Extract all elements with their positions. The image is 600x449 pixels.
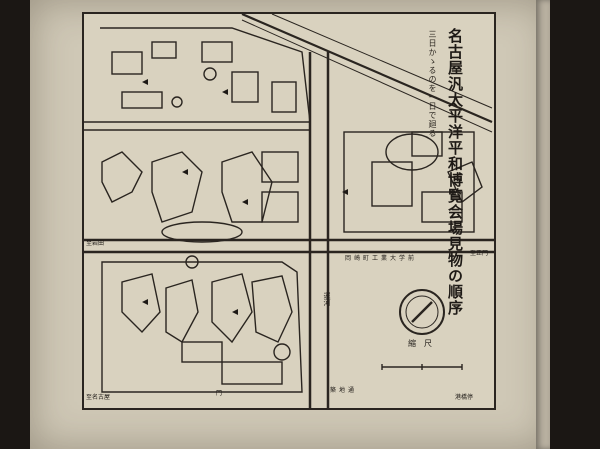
road-top [271, 13, 493, 109]
scale-ticks [381, 364, 463, 370]
route-arrow [142, 299, 148, 305]
railway-line [241, 12, 493, 124]
compass-rose [399, 289, 445, 335]
bottom-right-label: 港橋停 [455, 394, 474, 401]
pavilion-block [231, 71, 259, 103]
fountain [203, 67, 217, 81]
pavilion-block [271, 81, 297, 113]
canal-label: 運河 [323, 292, 331, 306]
page-edge [536, 0, 550, 449]
pavilion-block [101, 151, 143, 203]
gate-label: 門 [216, 390, 223, 397]
pavilion-block [221, 361, 283, 385]
north-zone-outline [100, 27, 311, 123]
bottom-left-label: 至名古屋 [86, 394, 111, 401]
route-arrow [182, 169, 188, 175]
map-frame [82, 12, 496, 410]
scale-label: 縮尺 [408, 339, 440, 348]
route-arrow [242, 199, 248, 205]
railway-line-2 [241, 19, 493, 133]
right-edge-label: 至正門 [470, 250, 489, 257]
exhibit-hall [371, 161, 413, 207]
street-row-label: 岡崎町工業大学前 [345, 255, 418, 262]
exhibit-ground [343, 131, 475, 233]
pavilion-block [201, 41, 233, 63]
route-arrow [232, 309, 238, 315]
map-subtitle: 三日かゝるのを一日で廻る [428, 30, 437, 138]
exhibit-hall [411, 131, 443, 157]
south-zone-outline [101, 261, 303, 393]
pavilion-block [111, 51, 143, 75]
pavilion-block [151, 151, 203, 223]
pavilion-block [261, 191, 299, 223]
fountain [273, 343, 291, 361]
pavilion-block [221, 151, 273, 223]
route-arrow [342, 189, 348, 195]
pavilion-block [181, 341, 223, 363]
fountain [185, 255, 199, 269]
pavilion-block [165, 279, 199, 343]
left-edge-label: 至岩田 [86, 240, 105, 247]
pavilion-block [447, 161, 483, 204]
pavilion-block [121, 273, 161, 334]
map-title: 名古屋汎太平洋平和博覧会場見物の順序 [446, 28, 464, 316]
pavilion-block [211, 273, 253, 344]
compass-inner [405, 295, 439, 329]
route-arrow [142, 79, 148, 85]
pavilion-block [151, 41, 177, 59]
pavilion-block [251, 275, 293, 343]
track-oval [385, 133, 439, 171]
route-arrow [222, 89, 228, 95]
exhibit-hall [421, 191, 463, 223]
fountain [171, 96, 183, 108]
bottom-street-label: 築地通 [330, 387, 358, 394]
compass-needle [411, 301, 433, 323]
pavilion-block [261, 151, 299, 183]
pavilion-block [121, 91, 163, 109]
plaza [161, 221, 243, 243]
exposition-map [82, 12, 496, 410]
